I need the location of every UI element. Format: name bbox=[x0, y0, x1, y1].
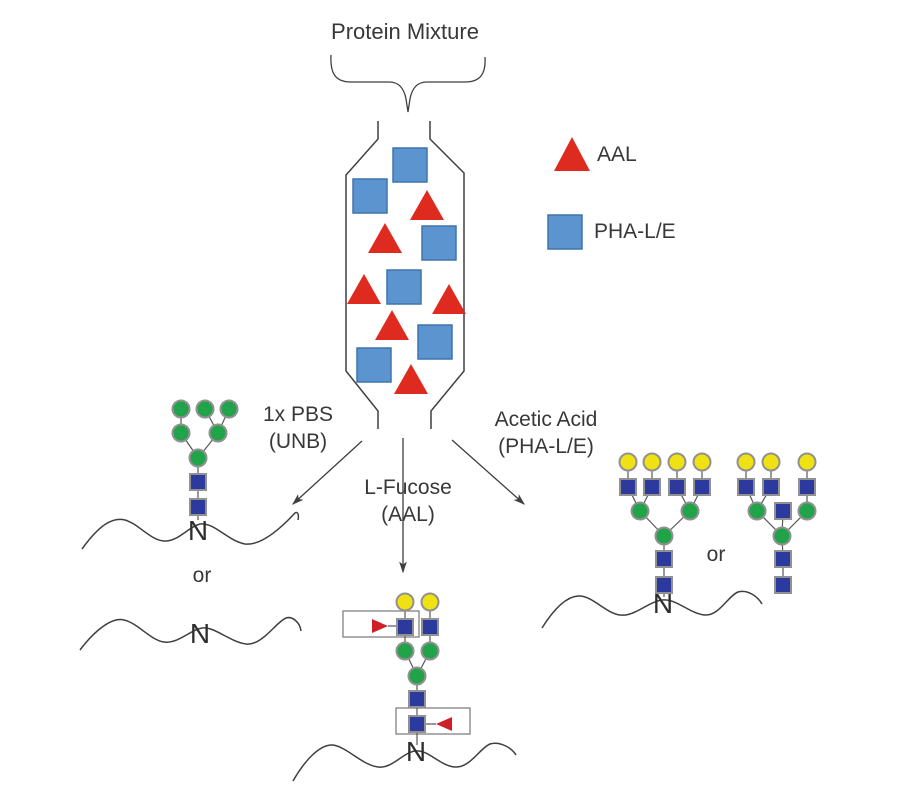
or-label-right: or bbox=[706, 543, 726, 566]
pha-lectin-square bbox=[356, 347, 392, 383]
branch-label-unbound: 1x PBS (UNB) bbox=[237, 401, 359, 455]
glcnac-square bbox=[655, 576, 673, 594]
aal-lectin-triangle bbox=[375, 310, 409, 340]
galactose-circle bbox=[618, 452, 638, 472]
branch-label-pha-line2: (PHA-L/E) bbox=[498, 435, 594, 458]
mannose-circle bbox=[747, 501, 767, 521]
mannose-circle bbox=[420, 641, 440, 661]
glcnac-square bbox=[619, 478, 637, 496]
protein-backbone-wave bbox=[81, 511, 300, 550]
protein-backbone-wave bbox=[541, 590, 763, 629]
aal-lectin-triangle bbox=[394, 364, 428, 394]
pha-lectin-square bbox=[386, 269, 422, 305]
glcnac-square bbox=[774, 502, 792, 520]
galactose-circle bbox=[797, 452, 817, 472]
branch-label-pha-line1: Acetic Acid bbox=[494, 408, 598, 431]
mannose-circle bbox=[171, 423, 191, 443]
n-glycosylation-site-label: N bbox=[187, 515, 209, 546]
mannose-circle bbox=[219, 399, 239, 419]
column-outline bbox=[429, 121, 465, 429]
glcnac-square bbox=[774, 550, 792, 568]
legend-label-aal: AAL bbox=[597, 143, 637, 166]
glcnac-square bbox=[798, 478, 816, 496]
glcnac-square bbox=[396, 618, 414, 636]
glcnac-square bbox=[189, 473, 207, 491]
galactose-circle bbox=[761, 452, 781, 472]
mannose-circle bbox=[772, 526, 792, 546]
galactose-circle bbox=[642, 452, 662, 472]
mannose-circle bbox=[395, 641, 415, 661]
glcnac-square bbox=[408, 690, 426, 708]
branch-label-aal: L-Fucose (AAL) bbox=[347, 474, 469, 528]
legend-label-pha: PHA-L/E bbox=[594, 220, 676, 243]
galactose-circle bbox=[692, 452, 712, 472]
aal-legend-triangle-icon bbox=[554, 137, 590, 171]
flow-arrow bbox=[451, 439, 525, 505]
aal-lectin-triangle bbox=[347, 274, 381, 304]
flow-arrow bbox=[292, 440, 363, 505]
glcnac-square bbox=[421, 618, 439, 636]
column-outline bbox=[345, 121, 379, 429]
glcnac-square bbox=[408, 715, 426, 733]
galactose-circle bbox=[420, 592, 440, 612]
pha-lectin-square bbox=[417, 324, 453, 360]
mannose-circle bbox=[680, 501, 700, 521]
mannose-circle bbox=[195, 399, 215, 419]
branch-label-pha: Acetic Acid (PHA-L/E) bbox=[485, 406, 607, 460]
protein-backbone-wave bbox=[79, 616, 302, 651]
mannose-circle bbox=[630, 501, 650, 521]
galactose-circle bbox=[736, 452, 756, 472]
mannose-circle bbox=[407, 666, 427, 686]
branch-label-unbound-line2: (UNB) bbox=[268, 430, 328, 453]
glcnac-square bbox=[655, 550, 673, 568]
protein-backbone-wave bbox=[292, 742, 517, 782]
glcnac-square bbox=[762, 478, 780, 496]
fucose-triangle bbox=[372, 619, 388, 633]
galactose-circle bbox=[667, 452, 687, 472]
glcnac-square bbox=[774, 576, 792, 594]
mannose-circle bbox=[208, 423, 228, 443]
galactose-circle bbox=[395, 592, 415, 612]
or-label-left: or bbox=[192, 564, 212, 587]
glcnac-square bbox=[668, 478, 686, 496]
glcnac-square bbox=[189, 498, 207, 516]
diagram-title: Protein Mixture bbox=[331, 19, 479, 44]
mannose-circle bbox=[171, 399, 191, 419]
pha-legend-square-icon bbox=[547, 214, 583, 250]
fucose-triangle bbox=[436, 717, 452, 731]
glcnac-square bbox=[693, 478, 711, 496]
pha-lectin-square bbox=[392, 147, 428, 183]
n-glycosylation-site-label: N bbox=[405, 736, 427, 767]
branch-label-aal-line2: (AAL) bbox=[381, 503, 435, 526]
glcnac-square bbox=[737, 478, 755, 496]
n-glycosylation-site-label: N bbox=[652, 588, 674, 619]
curly-brace bbox=[330, 54, 486, 113]
pha-lectin-square bbox=[421, 225, 457, 261]
mannose-circle bbox=[654, 526, 674, 546]
branch-label-unbound-line1: 1x PBS bbox=[262, 403, 334, 426]
branch-label-aal-line1: L-Fucose bbox=[364, 476, 452, 499]
aal-lectin-triangle bbox=[368, 223, 402, 253]
n-glycosylation-site-label: N bbox=[189, 618, 211, 649]
mannose-circle bbox=[797, 501, 817, 521]
aal-lectin-triangle bbox=[410, 190, 444, 220]
mannose-circle bbox=[188, 448, 208, 468]
glcnac-square bbox=[643, 478, 661, 496]
pha-lectin-square bbox=[352, 178, 388, 214]
fucose-highlight-box bbox=[342, 610, 420, 638]
fucose-highlight-box bbox=[395, 707, 471, 735]
aal-lectin-triangle bbox=[432, 284, 466, 314]
